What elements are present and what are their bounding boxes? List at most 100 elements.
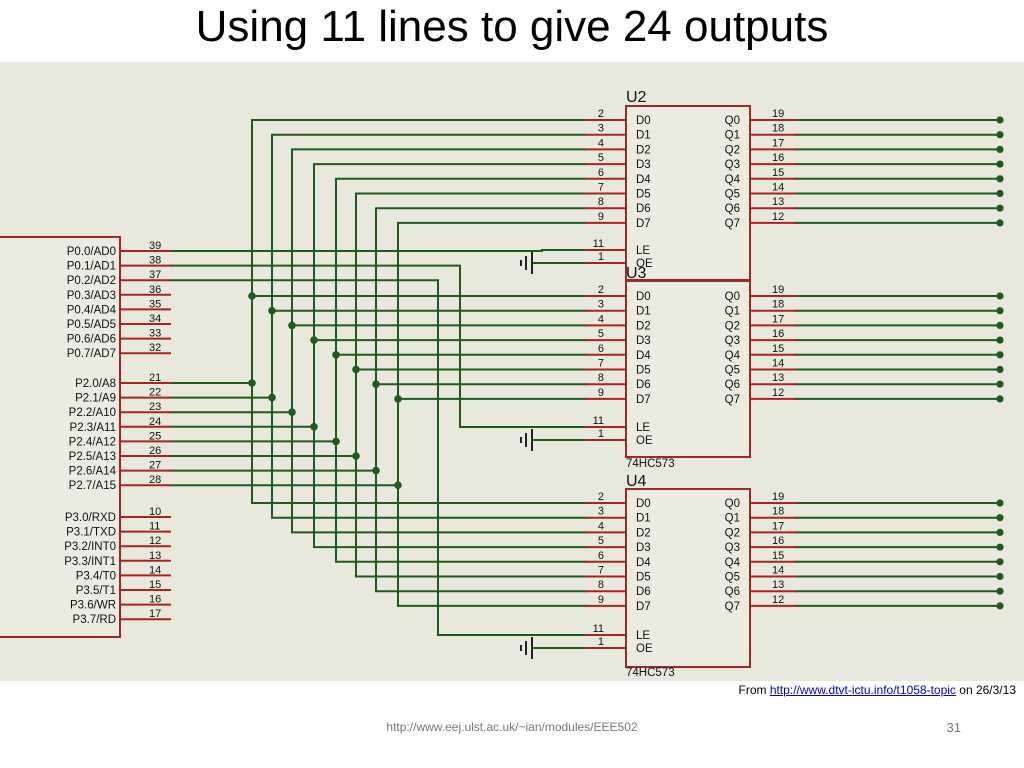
latch-u3-oe-pin-number: 1 xyxy=(598,428,604,440)
mcu-port0-pin-number-5: 34 xyxy=(149,313,161,325)
latch-u2-q-pin-number-0: 19 xyxy=(772,108,784,120)
latch-u3-q-pin-number-5: 14 xyxy=(772,358,784,370)
latch-u2-d-label-3: D3 xyxy=(636,159,651,171)
latch-u4-q-label-7: Q7 xyxy=(725,601,740,613)
latch-u4-ref: U4 xyxy=(626,473,647,490)
mcu-port0-pin-number-2: 37 xyxy=(149,269,161,281)
mcu-port3-label-5: P3.5/T1 xyxy=(76,585,116,597)
latch-u3-d-label-2: D2 xyxy=(636,320,651,332)
components xyxy=(0,105,797,668)
latch-u3-part: 74HC573 xyxy=(626,458,675,470)
latch-u3-d-pin-number-4: 6 xyxy=(598,343,604,355)
latch-u2-d-label-1: D1 xyxy=(636,130,651,142)
latch-u4-output-terminal-1 xyxy=(996,514,1004,522)
latch-u4-output-terminal-4 xyxy=(996,558,1004,566)
latch-u2-q-label-4: Q4 xyxy=(725,174,741,186)
latch-u4-output-terminal-3 xyxy=(996,543,1004,551)
latch-u3-d-pin-number-7: 9 xyxy=(598,387,604,399)
credit-suffix: on 26/3/13 xyxy=(955,683,1016,697)
latch-u4-q-label-2: Q2 xyxy=(725,527,740,539)
latch-u2-output-terminal-6 xyxy=(996,204,1004,212)
latch-u4-q-label-0: Q0 xyxy=(725,498,740,510)
latch-u3-q-pin-number-2: 17 xyxy=(772,313,784,325)
mcu-port2-pin-number-4: 25 xyxy=(149,430,161,442)
mcu-port2-label-4: P2.4/A12 xyxy=(69,436,116,448)
data-bus-junction-p2-4 xyxy=(332,437,340,446)
mcu-port2-pin-number-1: 22 xyxy=(149,387,161,399)
latch-u2-d-label-2: D2 xyxy=(636,144,651,156)
latch-u2-output-terminal-2 xyxy=(996,145,1004,153)
latch-u4-q-pin-number-3: 16 xyxy=(772,535,784,547)
latch-u2-ref: U2 xyxy=(626,89,647,106)
latch-u4-q-pin-number-7: 12 xyxy=(772,594,784,606)
latch-u4-d-label-2: D2 xyxy=(636,527,651,539)
latch-u3-d-label-0: D0 xyxy=(636,291,651,303)
latch-u2-q-label-5: Q5 xyxy=(725,189,740,201)
latch-u4-output-terminal-7 xyxy=(996,602,1004,610)
data-bus-junction-u3-7 xyxy=(394,395,402,403)
latch-u2-d-pin-number-5: 7 xyxy=(598,182,604,194)
latch-u3-d-pin-number-0: 2 xyxy=(598,284,604,296)
mcu-port3-pin-number-5: 15 xyxy=(149,579,161,591)
latch-u2-d-pin-number-1: 3 xyxy=(598,123,604,135)
mcu-port2-pin-number-5: 26 xyxy=(149,445,161,457)
latch-u4-q-label-4: Q4 xyxy=(725,557,741,569)
credit-prefix: From xyxy=(738,683,770,697)
mcu-port2-label-0: P2.0/A8 xyxy=(75,378,116,390)
source-link[interactable]: http://www.dtvt-ictu.info/t1058-topic xyxy=(769,683,956,697)
latch-u4-part: 74HC573 xyxy=(626,667,675,679)
data-bus-junction-p2-2 xyxy=(288,408,296,417)
mcu-port2-label-3: P2.3/A11 xyxy=(70,422,116,434)
data-bus-junction-u3-0 xyxy=(248,292,256,300)
latch-u3-q-label-7: Q7 xyxy=(725,394,740,406)
latch-u3-ref: U3 xyxy=(626,265,647,282)
latch-u2-le-pin-number: 11 xyxy=(593,238,604,250)
mcu-port0-label-1: P0.1/AD1 xyxy=(67,261,116,273)
data-bus-line-2 xyxy=(291,148,586,533)
mcu-port0-label-0: P0.0/AD0 xyxy=(67,246,116,258)
latch-u3-le-pin-number: 11 xyxy=(593,415,604,427)
data-bus-line-0 xyxy=(251,119,586,503)
data-bus-junction-u3-6 xyxy=(372,380,380,389)
latch-u2-output-terminal-5 xyxy=(996,189,1004,198)
le-control-u4 xyxy=(170,279,586,636)
data-bus-line-1 xyxy=(271,133,586,518)
latch-u3-q-pin-number-3: 16 xyxy=(772,328,784,340)
latch-u2-output-terminal-3 xyxy=(996,160,1004,168)
latch-u2-q-label-1: Q1 xyxy=(725,130,740,142)
latch-u3-d-pin-number-1: 3 xyxy=(598,299,604,311)
latch-u2-q-pin-number-5: 14 xyxy=(772,182,784,194)
latch-u4-d-label-3: D3 xyxy=(636,542,651,554)
latch-u3-oe-label: OE xyxy=(636,435,653,447)
schematic-background xyxy=(0,62,1024,681)
data-bus-junction-u3-4 xyxy=(332,351,340,359)
latch-u3-q-pin-number-6: 13 xyxy=(772,372,784,384)
latch-u2-d-pin-number-3: 5 xyxy=(598,152,604,164)
latch-u3-d-pin-number-5: 7 xyxy=(598,358,604,370)
latch-u2-output-terminal-1 xyxy=(996,131,1004,139)
latch-u3-q-label-6: Q6 xyxy=(725,379,740,391)
latch-u2-q-pin-number-6: 13 xyxy=(772,196,784,208)
mcu-port0-label-5: P0.5/AD5 xyxy=(67,319,116,331)
data-bus-junction-u3-5 xyxy=(352,365,360,374)
mcu-port2-pin-number-7: 28 xyxy=(149,474,161,486)
mcu-body xyxy=(0,236,121,638)
mcu-port0-pin-number-3: 36 xyxy=(149,284,161,296)
latch-u3-output-terminal-5 xyxy=(996,365,1004,374)
latch-u4-output-terminal-2 xyxy=(996,528,1004,536)
latch-u4-d-label-6: D6 xyxy=(636,586,651,598)
latch-u4-d-pin-number-3: 5 xyxy=(598,535,604,547)
data-bus-line-5 xyxy=(355,192,586,577)
latch-u2-d-label-0: D0 xyxy=(636,115,651,127)
latch-u4-q-pin-number-1: 18 xyxy=(772,506,784,518)
latch-u2-q-pin-number-4: 15 xyxy=(772,167,784,179)
mcu-port0-pin-number-1: 38 xyxy=(149,255,161,267)
latch-u3-output-terminal-2 xyxy=(996,321,1004,329)
slide-title: Using 11 lines to give 24 outputs xyxy=(195,2,829,51)
latch-u4-output-terminal-0 xyxy=(996,499,1004,507)
latch-u4-q-pin-number-6: 13 xyxy=(772,579,784,591)
latch-u4-output-terminal-5 xyxy=(996,572,1004,581)
latch-u3-q-label-5: Q5 xyxy=(725,365,740,377)
mcu-port3-label-6: P3.6/WR xyxy=(70,600,116,612)
